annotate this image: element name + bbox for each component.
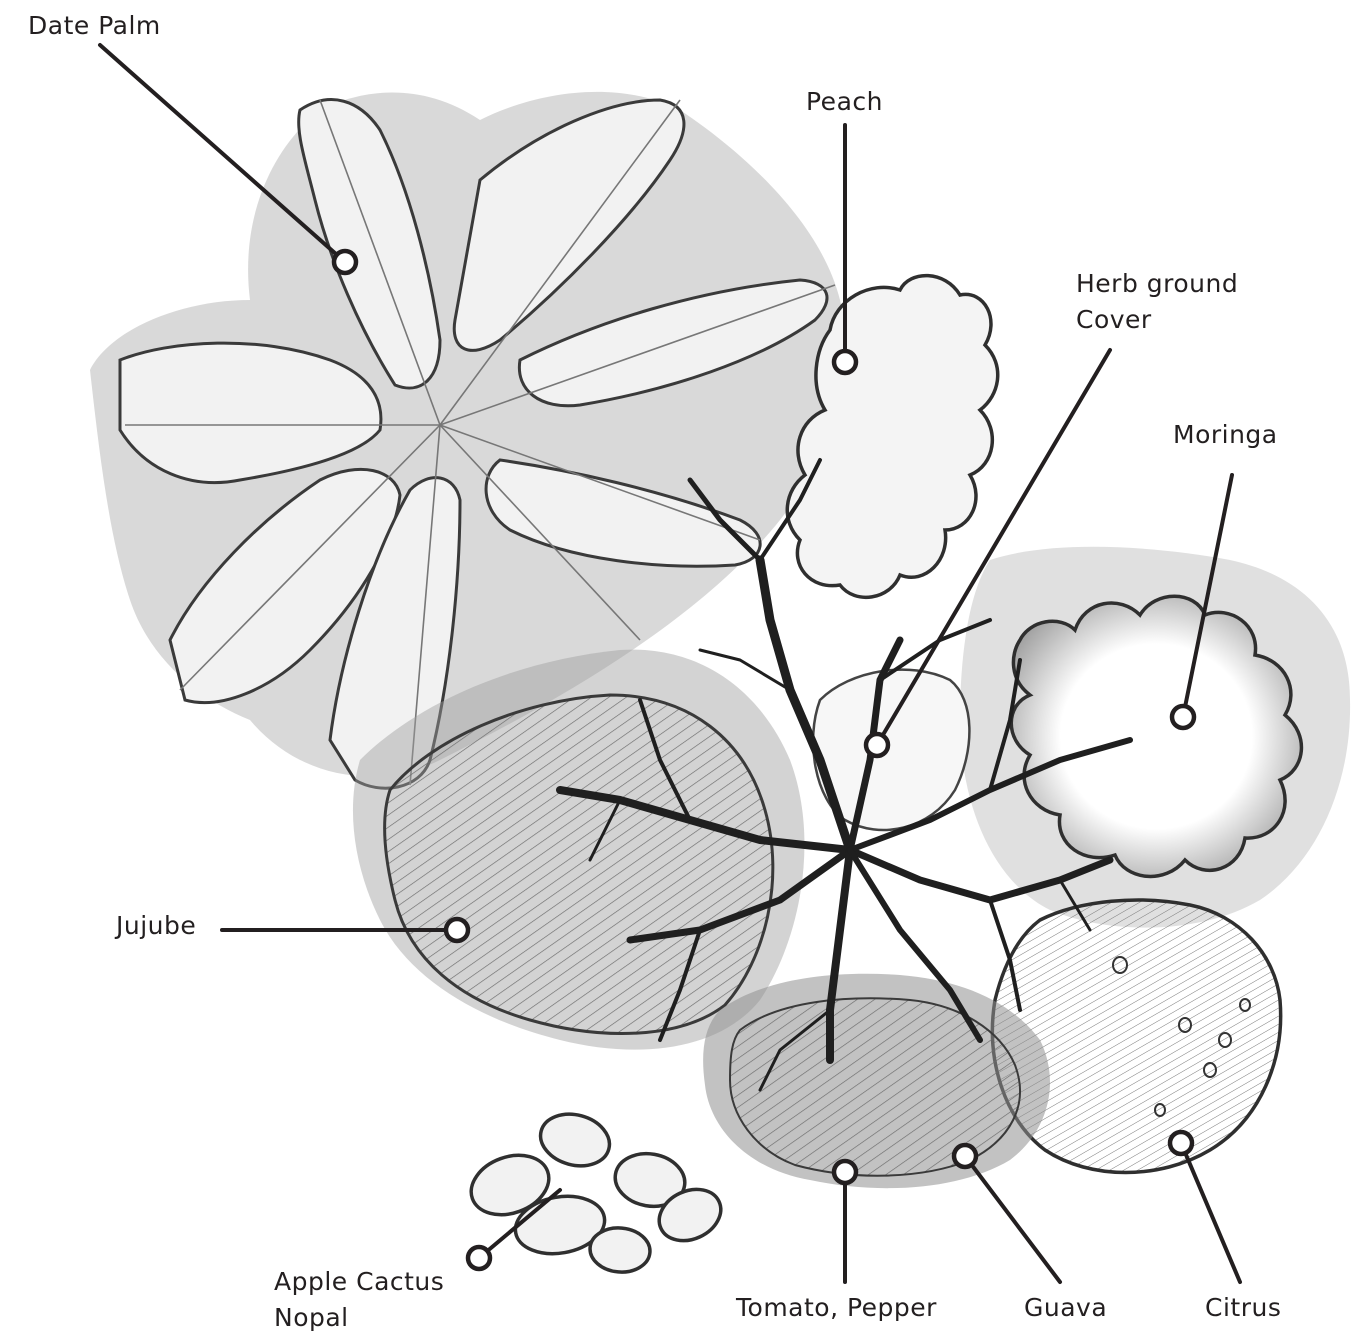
- tomato-pepper-point: [834, 1161, 856, 1183]
- tomato-pepper-guava-canopy: [703, 974, 1050, 1188]
- guava-label: Guava: [1024, 1290, 1107, 1326]
- peach-label: Peach: [806, 84, 883, 120]
- peach-point: [834, 351, 856, 373]
- moringa-label: Moringa: [1173, 417, 1278, 453]
- citrus-point: [1170, 1132, 1192, 1154]
- herb-ground-cover-label: Herb ground Cover: [1076, 266, 1238, 338]
- date-palm-label: Date Palm: [28, 8, 161, 44]
- nopal-pads: [463, 1107, 729, 1275]
- moringa-canopy: [960, 547, 1350, 928]
- herb-ground-cover-point: [866, 734, 888, 756]
- apple-cactus-point: [468, 1247, 490, 1269]
- date-palm-point: [334, 251, 356, 273]
- tomato-pepper-label: Tomato, Pepper: [736, 1290, 937, 1326]
- jujube-point: [446, 919, 468, 941]
- guava-point: [954, 1145, 976, 1167]
- citrus-label: Citrus: [1205, 1290, 1281, 1326]
- apple-cactus-nopal-label: Apple Cactus Nopal: [274, 1264, 444, 1336]
- jujube-label: Jujube: [116, 908, 196, 944]
- moringa-point: [1172, 706, 1194, 728]
